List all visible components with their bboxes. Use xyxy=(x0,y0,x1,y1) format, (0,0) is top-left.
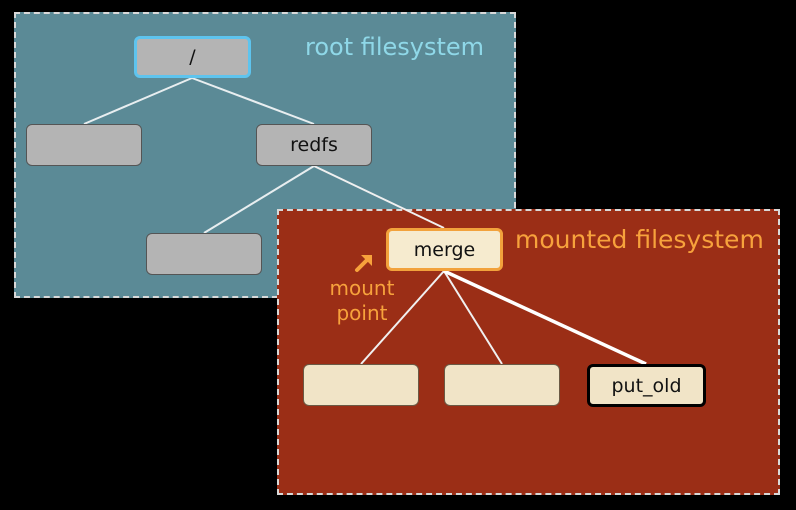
mounted-filesystem-title: mounted filesystem xyxy=(515,225,764,254)
edge-redfs-merge xyxy=(313,165,445,229)
node-redfs: redfs xyxy=(256,124,372,166)
node-child-1 xyxy=(303,364,419,406)
node-child-2 xyxy=(444,364,560,406)
mounted-filesystem-panel xyxy=(277,209,780,495)
node-merge-label: merge xyxy=(413,238,476,261)
mount-point-line1: mount xyxy=(329,276,395,300)
node-redfs-label: redfs xyxy=(290,134,338,156)
edge-root-left xyxy=(83,77,193,125)
edge-merge-child2 xyxy=(443,270,503,365)
root-filesystem-title: root filesystem xyxy=(305,33,485,61)
edge-merge-child1 xyxy=(360,270,445,365)
node-root-label: / xyxy=(189,46,196,68)
node-merge: merge xyxy=(386,228,503,271)
node-unnamed-low xyxy=(146,233,262,275)
mount-point-line2: point xyxy=(336,301,388,325)
arrow-up-right-icon xyxy=(355,255,372,272)
edge-redfs-low xyxy=(203,165,315,234)
node-unnamed-left xyxy=(26,124,142,166)
edge-merge-putold xyxy=(443,269,647,366)
node-root: / xyxy=(134,36,251,78)
node-put-old-label: put_old xyxy=(611,374,682,397)
mount-point-label: mount point xyxy=(318,276,406,326)
node-put-old: put_old xyxy=(587,364,706,407)
edge-root-redfs xyxy=(191,77,315,125)
